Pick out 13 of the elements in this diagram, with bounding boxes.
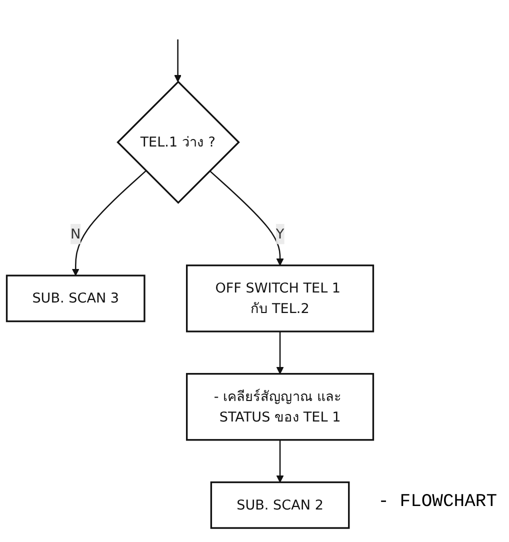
node-box: - เคลียร์สัญญาณ และ STATUS ของ TEL 1 [186, 372, 374, 441]
arrow [276, 440, 284, 483]
node-box: OFF SWITCH TEL 1 กับ TEL.2 [186, 264, 374, 332]
arrow [174, 39, 182, 82]
arrow [209, 170, 284, 266]
node-box: SUB. SCAN 3 [6, 274, 146, 322]
arrow [276, 331, 284, 374]
arrow [72, 170, 146, 276]
figure-label: - FLOWCHART [378, 492, 497, 512]
node-box: SUB. SCAN 2 [210, 481, 350, 529]
edge-label: Y [276, 226, 284, 242]
node-diamond: TEL.1 ว่าง ? [116, 80, 240, 204]
edge-label: N [70, 226, 81, 242]
